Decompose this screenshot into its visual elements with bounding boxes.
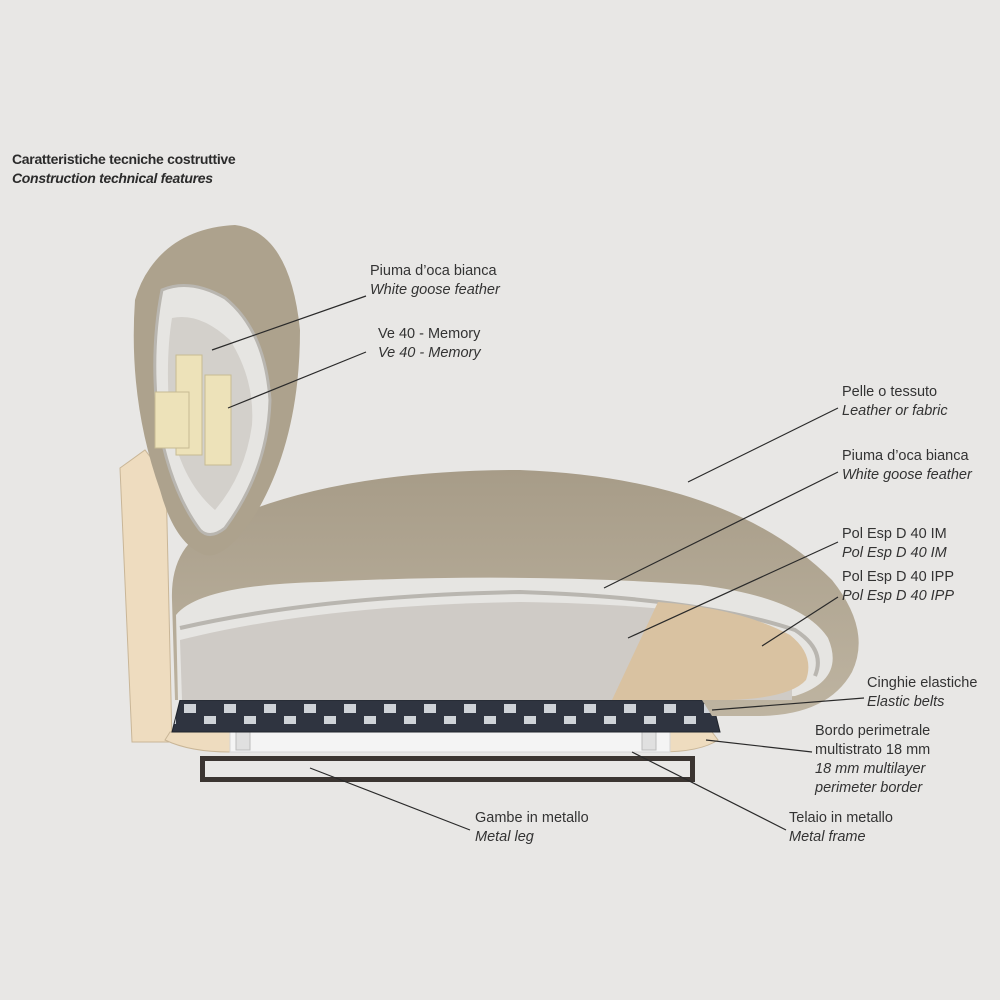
label-border-en-line1: 18 mm multilayer <box>815 761 926 777</box>
label-memory-foam: Ve 40 - Memory Ve 40 - Memory <box>378 325 481 363</box>
frame-brackets <box>235 731 657 751</box>
leader-elastic-belts <box>711 697 865 711</box>
leader-seat-feather <box>603 471 839 589</box>
metal-frame <box>229 731 671 753</box>
label-headrest-feather: Piuma d’oca bianca White goose feather <box>370 262 500 300</box>
leader-cover <box>687 407 839 483</box>
seat-cushion <box>171 470 859 716</box>
leader-metal-leg <box>309 767 471 831</box>
label-memory-foam-en: Ve 40 - Memory <box>378 345 481 361</box>
label-border-it-line2: multistrato 18 mm <box>815 742 931 758</box>
title-english: Construction technical features <box>12 170 213 186</box>
diagram-header: Caratteristiche tecniche costruttive Con… <box>12 150 236 188</box>
leader-headrest-feather <box>211 295 367 351</box>
label-metal-frame-en: Metal frame <box>789 829 866 845</box>
label-seat-feather: Piuma d’oca bianca White goose feather <box>842 447 972 485</box>
metal-leg <box>200 756 695 782</box>
label-elastic-belts-en: Elastic belts <box>867 694 945 710</box>
back-cushion <box>133 225 300 556</box>
leader-memory-foam <box>227 351 367 409</box>
label-border: Bordo perimetrale multistrato 18 mm 18 m… <box>815 722 930 798</box>
leader-border <box>705 739 813 753</box>
label-border-en-line2: perimeter border <box>815 780 923 796</box>
label-metal-leg: Gambe in metallo Metal leg <box>475 809 589 847</box>
label-cover-en: Leather or fabric <box>842 403 948 419</box>
label-cover: Pelle o tessuto Leather or fabric <box>842 383 948 421</box>
leader-foam-ipp <box>761 596 839 647</box>
label-foam-ipp-en: Pol Esp D 40 IPP <box>842 588 955 604</box>
label-seat-feather-en: White goose feather <box>842 467 972 483</box>
label-foam-im-en: Pol Esp D 40 IM <box>842 545 947 561</box>
label-foam-im-it: Pol Esp D 40 IM <box>842 526 947 542</box>
label-border-it-line1: Bordo perimetrale <box>815 723 931 739</box>
label-foam-ipp: Pol Esp D 40 IPP Pol Esp D 40 IPP <box>842 568 954 606</box>
elastic-belts <box>171 699 721 733</box>
title-italian: Caratteristiche tecniche costruttive <box>12 151 236 167</box>
label-elastic-belts-it: Cinghie elastiche <box>867 675 978 691</box>
leader-metal-frame <box>631 751 787 831</box>
label-foam-im: Pol Esp D 40 IM Pol Esp D 40 IM <box>842 525 947 563</box>
label-cover-it: Pelle o tessuto <box>842 384 938 400</box>
label-metal-leg-en: Metal leg <box>475 829 534 845</box>
label-metal-leg-it: Gambe in metallo <box>475 810 589 826</box>
label-metal-frame: Telaio in metallo Metal frame <box>789 809 893 847</box>
label-foam-ipp-it: Pol Esp D 40 IPP <box>842 569 955 585</box>
leader-foam-im <box>627 541 839 639</box>
label-metal-frame-it: Telaio in metallo <box>789 810 893 826</box>
label-seat-feather-it: Piuma d’oca bianca <box>842 448 969 464</box>
memory-foam-blocks <box>154 354 232 466</box>
leader-lines <box>211 295 865 831</box>
label-memory-foam-it: Ve 40 - Memory <box>378 326 481 342</box>
label-elastic-belts: Cinghie elastiche Elastic belts <box>867 674 977 712</box>
label-headrest-feather-it: Piuma d’oca bianca <box>370 263 497 279</box>
label-headrest-feather-en: White goose feather <box>370 282 500 298</box>
